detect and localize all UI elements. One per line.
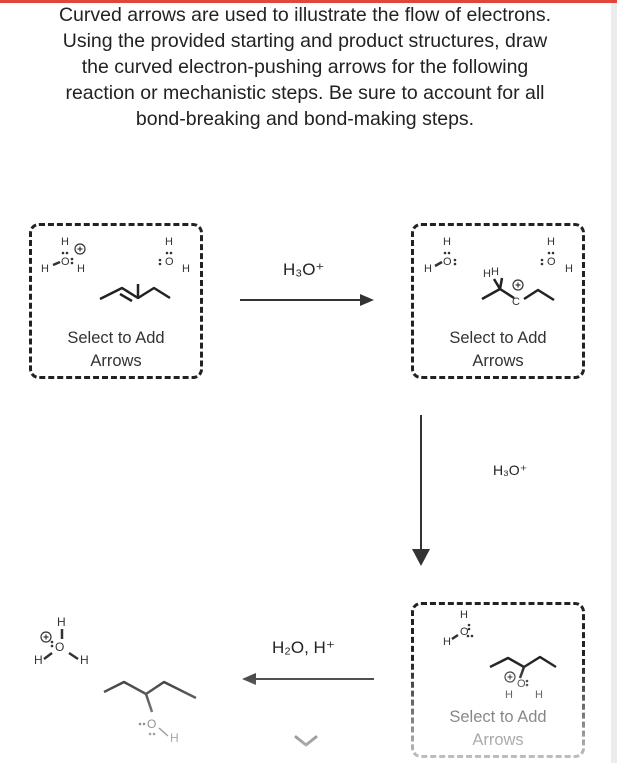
atom-label: O [55,640,64,654]
atom-label: H [170,731,179,745]
box-label-line: Select to Add [449,329,547,347]
oxonium-and-water-structure: H O H O H H [443,609,557,701]
atom-label: H [547,236,555,248]
arrow-drawing-box-intermediate[interactable]: H O H H O H H H C Select to Add Arrows [411,223,585,379]
select-to-add-arrows-label: Select to Add Arrows [414,706,582,752]
atom-label: H [57,615,66,629]
arrow-drawing-box-start[interactable]: H O H H H O H Select to Add Arrows [29,223,203,379]
atom-label: H [34,653,43,667]
reagent-label-step2: H₃O⁺ [493,462,528,478]
atom-label: O [517,678,526,690]
atom-label: H [460,609,468,621]
atom-label: H [165,236,173,248]
atom-label: O [165,256,174,268]
atom-label: H [565,263,573,275]
instructions-line: Curved arrows are used to illustrate the… [58,4,552,26]
atom-label: H [505,689,513,701]
reagent-label-step1: H₃O⁺ [283,260,325,279]
atom-label: H [77,263,85,275]
atom-label: H [41,263,49,275]
reaction-arrow-left [242,673,374,685]
alcohol-product-structure: O H [103,680,197,745]
arrow-drawing-box-oxonium[interactable]: H O H O H H Select to Add Arrows [411,602,585,758]
top-accent-bar [0,0,617,3]
atom-label: H [535,689,543,701]
atom-label: C [512,296,520,308]
atom-label: H [443,636,451,648]
atom-label: H [491,266,499,278]
atom-label: O [443,256,452,268]
box-label-line: Arrows [90,352,142,370]
instructions-line: the curved electron-pushing arrows for t… [81,56,529,78]
box-label-line: Select to Add [67,329,165,347]
box-label-line: Arrows [472,731,524,749]
box-label-line: Arrows [472,352,524,370]
select-to-add-arrows-label: Select to Add Arrows [32,327,200,373]
atom-label: H [483,268,491,280]
chevron-down-icon[interactable] [293,733,319,749]
instructions-line: bond-breaking and bond-making steps. [135,108,475,130]
atom-label: O [460,626,469,638]
atom-label: H [80,653,89,667]
instructions-line: Using the provided starting and product … [62,30,548,52]
atom-label: O [61,256,70,268]
select-to-add-arrows-label: Select to Add Arrows [414,327,582,373]
reagent-label-step3: H₂O, H⁺ [272,638,335,657]
atom-label: O [147,717,156,731]
instructions-line: reaction or mechanistic steps. Be sure t… [65,82,545,104]
hydronium-and-water-structure: H O H H H O H [41,236,190,303]
atom-label: O [547,256,556,268]
atom-label: H [61,236,69,248]
atom-label: H [182,263,190,275]
carbocation-and-water-structure: H O H H O H H H C [424,236,573,308]
atom-label: H [424,263,432,275]
box-label-line: Select to Add [449,708,547,726]
instructions-text: Curved arrows are used to illustrate the… [30,2,580,132]
reaction-arrow-right [240,294,374,306]
reaction-arrow-down [412,415,430,566]
scrollbar-track[interactable] [611,3,617,763]
atom-label: H [443,236,451,248]
